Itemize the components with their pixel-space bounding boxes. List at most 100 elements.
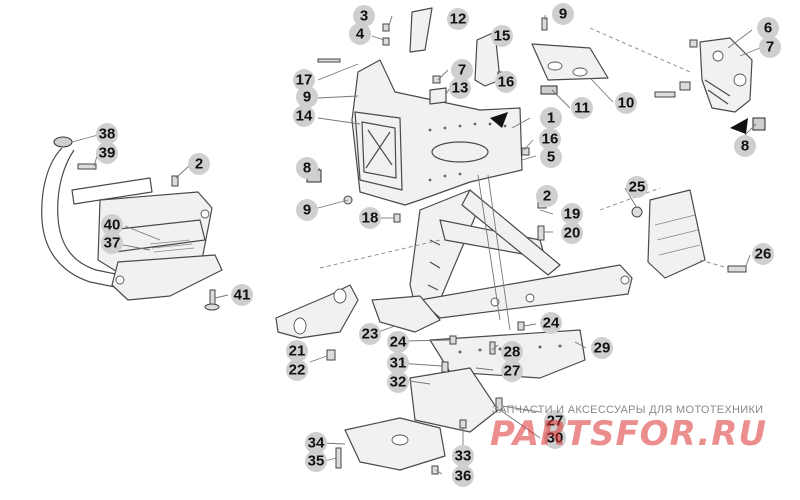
callout-6: 6 <box>757 17 779 39</box>
bracket-11 <box>540 85 558 95</box>
svg-text:22: 22 <box>289 362 306 379</box>
callout-17: 17 <box>293 69 315 91</box>
bolt-head <box>204 303 220 311</box>
side-bracket-assembly <box>599 187 747 279</box>
plate-10 <box>531 43 609 81</box>
svg-text:21: 21 <box>289 343 306 360</box>
svg-text:40: 40 <box>104 217 121 234</box>
bumper-hole <box>115 275 125 285</box>
frame-diagonal <box>461 189 561 276</box>
fastener <box>449 335 457 345</box>
nut <box>631 206 643 218</box>
svg-text:9: 9 <box>303 202 311 219</box>
bolt <box>727 265 747 273</box>
callout-22: 22 <box>286 359 308 381</box>
callout-27: 27 <box>501 360 523 382</box>
front-bumper-assembly <box>41 136 223 311</box>
svg-text:16: 16 <box>498 74 515 91</box>
callout-9: 9 <box>296 86 318 108</box>
svg-text:9: 9 <box>559 6 567 23</box>
plate-hole <box>547 61 563 71</box>
bumper-hatch <box>149 239 195 253</box>
side-bracket-hatch <box>654 214 701 256</box>
svg-text:41: 41 <box>234 287 251 304</box>
callout-9: 9 <box>552 3 574 25</box>
svg-text:30: 30 <box>547 430 564 447</box>
callout-2: 2 <box>536 185 558 207</box>
svg-text:12: 12 <box>450 11 467 28</box>
bracket-hole <box>333 288 347 304</box>
callout-35: 35 <box>305 450 327 472</box>
watermark-caption: ЗАПЧАСТИ И АКСЕССУАРЫ ДЛЯ МОТОТЕХНИКИ <box>492 404 764 416</box>
svg-text:8: 8 <box>741 138 749 155</box>
svg-text:35: 35 <box>308 453 325 470</box>
bumper-tube-outer <box>41 147 131 291</box>
assembly-guide-line <box>589 27 691 73</box>
bracket-hole <box>391 434 409 446</box>
svg-text:5: 5 <box>547 149 555 166</box>
frame-guide-lines <box>477 174 511 331</box>
svg-text:7: 7 <box>766 39 774 56</box>
frame-rivet-row <box>428 122 507 182</box>
skid-plate-32 <box>409 367 499 433</box>
callout-2: 2 <box>188 153 210 175</box>
callout-26: 26 <box>752 243 774 265</box>
svg-text:17: 17 <box>296 72 313 89</box>
assembly-guide-line <box>699 259 729 269</box>
fastener <box>459 419 467 429</box>
callout-31: 31 <box>387 352 409 374</box>
direction-arrow <box>490 112 508 128</box>
callout-30: 30 <box>544 427 566 449</box>
nut <box>326 349 336 361</box>
bolt <box>335 447 342 469</box>
callout-7: 7 <box>759 36 781 58</box>
svg-text:6: 6 <box>764 20 772 37</box>
fastener <box>431 465 439 475</box>
frame-gussets <box>427 239 441 291</box>
bumper-skid-plate <box>111 254 223 301</box>
callout-9: 9 <box>296 199 318 221</box>
frame-hole <box>620 275 630 285</box>
fastener <box>517 321 525 331</box>
bolt <box>77 163 97 170</box>
callout-20: 20 <box>561 222 583 244</box>
callout-13: 13 <box>449 77 471 99</box>
svg-text:25: 25 <box>629 179 646 196</box>
callout-39: 39 <box>96 142 118 164</box>
svg-text:27: 27 <box>547 413 564 430</box>
bolt <box>537 225 545 241</box>
callout-12: 12 <box>447 8 469 30</box>
callout-25: 25 <box>626 176 648 198</box>
main-front-frame <box>409 174 633 331</box>
bracket-hole <box>293 317 307 335</box>
svg-text:11: 11 <box>574 100 590 117</box>
side-bracket <box>647 189 706 279</box>
svg-text:24: 24 <box>390 334 407 351</box>
callout-37: 37 <box>101 232 123 254</box>
bracket-13 <box>429 87 447 105</box>
svg-text:27: 27 <box>504 363 521 380</box>
svg-text:3: 3 <box>360 8 368 25</box>
callout-24: 24 <box>540 312 562 334</box>
callout-27: 27 <box>544 410 566 432</box>
bracket-ribs <box>704 79 731 105</box>
skid-plate-rivets <box>458 344 562 354</box>
plate-hole <box>572 67 588 77</box>
callout-1: 1 <box>540 107 562 129</box>
svg-text:23: 23 <box>362 326 379 343</box>
headlight-frame <box>351 59 523 206</box>
svg-text:19: 19 <box>564 206 581 223</box>
callout-19: 19 <box>561 203 583 225</box>
assembly-guide-line <box>599 187 661 211</box>
callout-36: 36 <box>452 465 474 487</box>
headlight-lens <box>431 141 489 163</box>
svg-text:33: 33 <box>455 448 472 465</box>
direction-arrow <box>730 118 748 134</box>
grommet <box>53 136 73 148</box>
plate-12 <box>409 7 433 53</box>
svg-text:26: 26 <box>755 246 772 263</box>
callout-32: 32 <box>387 371 409 393</box>
nut <box>679 81 691 91</box>
callout-15: 15 <box>491 25 513 47</box>
